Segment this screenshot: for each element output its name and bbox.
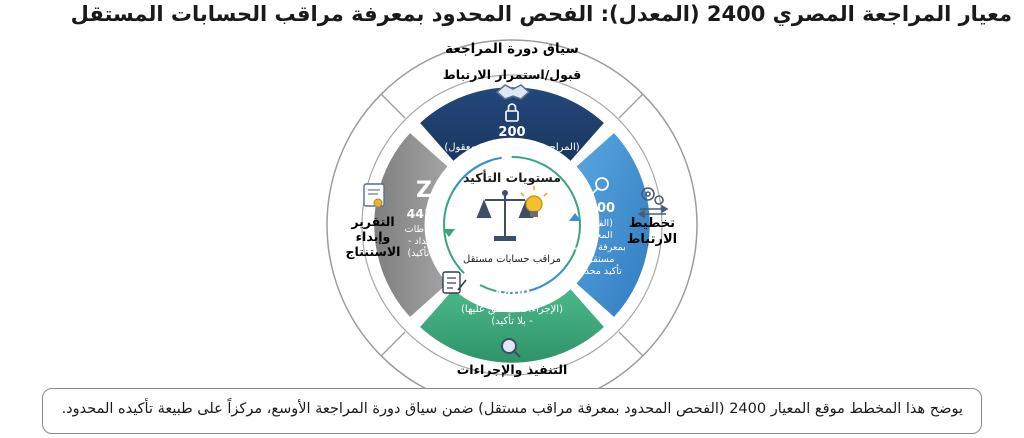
caption-box: يوضح هذا المخطط موقع المعيار 2400 (الفحص… — [42, 388, 982, 434]
padlock-icon — [505, 103, 519, 122]
caption-text: يوضح هذا المخطط موقع المعيار 2400 (الفحص… — [61, 401, 963, 417]
segment-2400-desc-5: تأكيد محدود) — [572, 264, 622, 277]
magnifier-icon — [501, 338, 521, 358]
handshake-icon — [495, 84, 531, 100]
reporting-label-1: التقرير — [350, 214, 394, 229]
segment-200-code: 200 — [498, 125, 525, 140]
segment-4410-desc-1: (ارتباطات — [405, 224, 444, 235]
segment-2400 — [576, 133, 650, 317]
segment-2400-desc-4: مستقل - — [580, 254, 615, 265]
segment-200-desc: (المراجعة الكاملة - تأكيد معقول) — [444, 139, 579, 153]
arrow-icon — [569, 213, 581, 221]
segment-2400-code: 2400 — [579, 201, 615, 216]
segment-4410 — [374, 133, 448, 317]
z-icon: Z — [416, 178, 432, 203]
reporting-label-3: الاستنتاج — [346, 244, 401, 259]
segment-4410-desc-3: بلا تأكيد) — [408, 246, 441, 259]
execution-label: التنفيذ والإجراءات — [457, 362, 568, 377]
checklist-icon — [442, 271, 467, 294]
segment-200 — [420, 87, 604, 161]
key-icon — [587, 177, 609, 199]
segment-2400-desc-3: بمعرفة مراقب — [568, 242, 625, 253]
independent-auditor-label: مراقب حسابات مستقل — [463, 254, 561, 265]
segment-4410-desc-2: الإعداد - — [408, 236, 440, 247]
assurance-levels-heading: مستويات التأكيد — [463, 169, 561, 185]
center-core — [430, 143, 594, 307]
segment-2400-desc-2: المحدود — [582, 230, 613, 241]
planning-label-1: تخطيط — [629, 216, 675, 231]
reporting-label-2: وإبداء — [356, 229, 391, 244]
lightbulb-icon — [520, 186, 548, 217]
certificate-icon — [363, 183, 385, 208]
acceptance-label: قبول/استمرار الارتباط — [443, 67, 581, 82]
cycle-context-heading: سياق دورة المراجعة — [445, 41, 579, 57]
segment-4400-desc-1: (الإجراءات المتفق عليها) — [461, 304, 563, 315]
segment-2400-desc-1: (الفحص — [581, 218, 613, 229]
planning-label-2: الارتباط — [627, 232, 677, 247]
arrow-icon — [443, 229, 455, 237]
gears-icon — [637, 187, 669, 219]
page-title: معيار المراجعة المصري 2400 (المعدل): الف… — [70, 2, 1012, 26]
segment-4410-code: 4410 — [407, 206, 442, 221]
segment-4400 — [420, 289, 604, 363]
segment-4400-code: 4400 — [494, 287, 530, 302]
segment-4400-desc-2: - بلا تأكيد) — [491, 313, 533, 327]
balance-scale-icon — [476, 190, 534, 241]
